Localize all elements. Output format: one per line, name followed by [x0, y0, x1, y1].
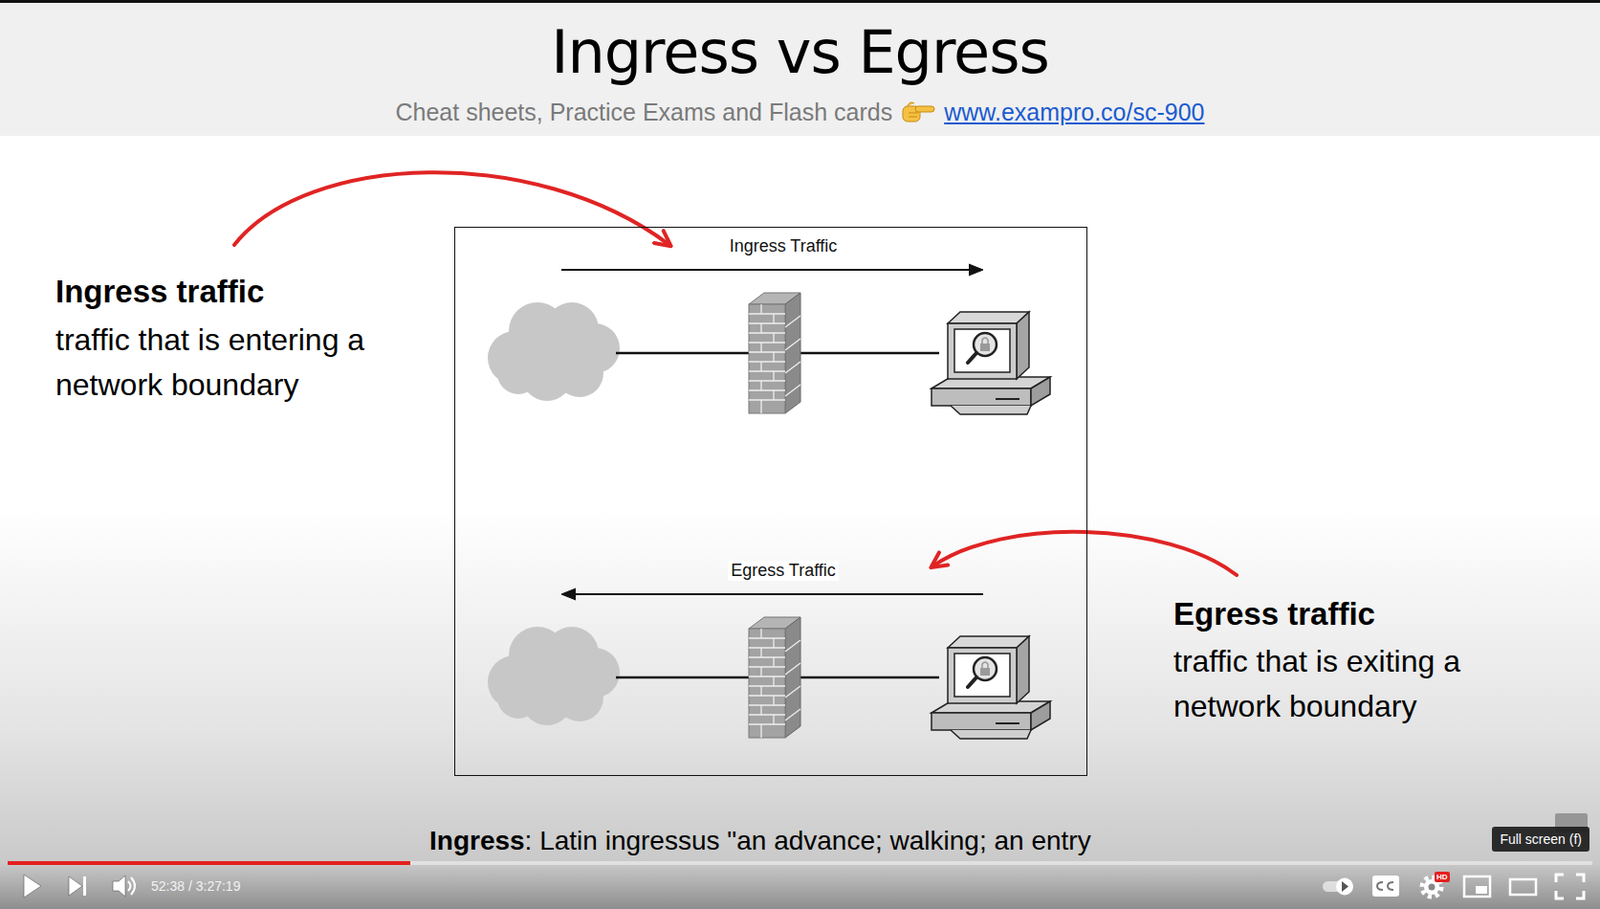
- red-leader: [932, 531, 1237, 575]
- tooltip-box: Full screen (f): [1491, 826, 1590, 852]
- network-row: [487, 292, 1051, 415]
- settings-gear: [1428, 883, 1436, 891]
- traffic-label: Egress Traffic: [727, 560, 839, 581]
- time-display: 52:38 / 3:27:19: [151, 877, 241, 894]
- network-illustration: [455, 227, 1087, 775]
- term-heading: Ingress traffic: [55, 273, 264, 309]
- progress-played: [7, 860, 411, 865]
- next-icon: [83, 876, 87, 896]
- volume-icon: [128, 876, 135, 895]
- term-heading-block: Egress traffic: [1173, 594, 1376, 634]
- traffic-arrow: [968, 263, 984, 276]
- caption-term: Ingress: [429, 825, 526, 856]
- progress-rest: [410, 860, 1593, 865]
- term-heading: Egress traffic: [1173, 595, 1376, 632]
- red-leader: [234, 172, 670, 245]
- term-definition: traffic that is entering a network bound…: [55, 322, 365, 402]
- subtitle-link: www.exampro.co/sc-900: [943, 98, 1205, 127]
- subtitle-row: Cheat sheets, Practice Exams and Flash c…: [0, 96, 1600, 128]
- etymology-caption: Ingress: Latin ingressus "an advance; wa…: [429, 823, 1092, 858]
- next-icon: [68, 876, 83, 896]
- term-definition-block: traffic that is entering a network bound…: [55, 317, 439, 408]
- caption-text: : Latin ingressus "an advance; walking; …: [525, 825, 1092, 856]
- time-display-block: 52:38 / 3:27:19: [151, 877, 241, 895]
- play-icon: [23, 874, 42, 898]
- diagram-frame: Ingress TrafficEgress Traffic: [454, 226, 1088, 776]
- theater-icon: [1510, 878, 1536, 895]
- hd-text: HD: [1436, 871, 1448, 882]
- term-heading-block: Ingress traffic: [55, 272, 264, 311]
- traffic-arrow: [561, 588, 576, 600]
- captions-icon: [1377, 881, 1394, 890]
- tooltip-text: Full screen (f): [1499, 831, 1582, 847]
- autoplay-toggle: [1341, 880, 1349, 892]
- network-row: [487, 616, 1051, 739]
- miniplayer-icon: [1475, 885, 1488, 894]
- miniplayer-icon: [1464, 876, 1491, 897]
- traffic-arrow: [561, 268, 982, 271]
- hd-badge: HD: [1434, 871, 1450, 882]
- volume-icon: [112, 875, 126, 897]
- traffic-label: Ingress Traffic: [726, 236, 841, 257]
- slide-title: Ingress vs Egress: [0, 17, 1600, 88]
- subtitle-text: Cheat sheets, Practice Exams and Flash c…: [394, 98, 893, 127]
- traffic-arrow: [563, 592, 984, 595]
- captions-icon: [1372, 875, 1400, 897]
- autoplay-toggle: [1336, 877, 1354, 896]
- pointing-hand: [899, 98, 937, 126]
- term-definition: traffic that is exiting a network bounda…: [1173, 643, 1461, 724]
- fullscreen-icon: [1556, 874, 1584, 899]
- term-definition-block: traffic that is exiting a network bounda…: [1173, 638, 1576, 729]
